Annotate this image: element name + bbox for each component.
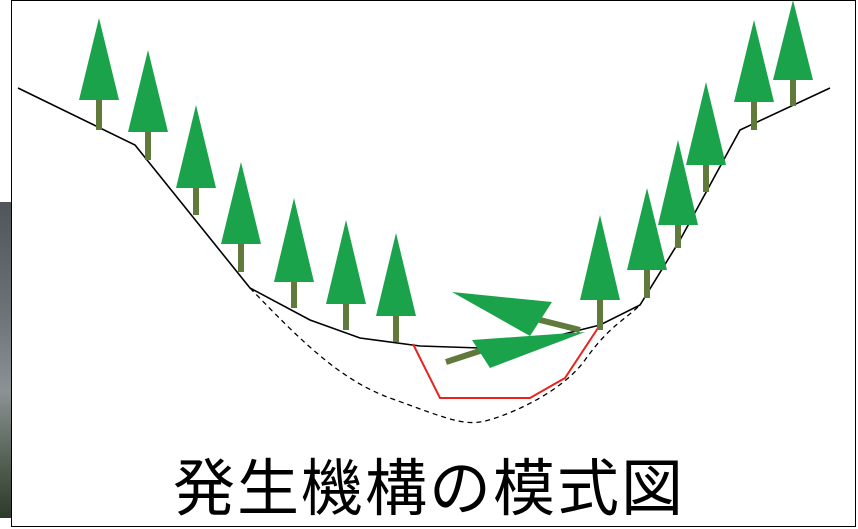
tree-crown bbox=[734, 20, 774, 102]
background-photo-strip bbox=[0, 202, 14, 518]
tree-crown bbox=[326, 220, 366, 304]
fallen-tree-crown bbox=[452, 292, 552, 336]
tree-crown bbox=[274, 198, 314, 282]
tree-trunk bbox=[291, 280, 297, 308]
fallen-tree-crown bbox=[472, 332, 585, 368]
tree-trunk bbox=[393, 314, 399, 342]
failure-surface-line bbox=[412, 327, 599, 399]
tree-trunk bbox=[675, 223, 681, 248]
diagram-caption: 発生機構の模式図 bbox=[172, 452, 685, 525]
tree-icon bbox=[176, 105, 216, 215]
tree-crown bbox=[773, 0, 813, 80]
tree-crown bbox=[128, 50, 168, 132]
tree-crown bbox=[627, 188, 667, 270]
tree-crown bbox=[376, 233, 416, 316]
tree-crown bbox=[686, 82, 726, 165]
tree-icon bbox=[773, 0, 813, 106]
former-profile-dashed-line bbox=[249, 287, 641, 424]
tree-icon bbox=[734, 20, 774, 130]
tree-icon bbox=[627, 188, 667, 298]
tree-icon bbox=[326, 220, 366, 330]
tree-crown bbox=[580, 215, 620, 300]
tree-trunk bbox=[343, 302, 349, 330]
fallen-tree-icon bbox=[452, 292, 581, 336]
tree-icon bbox=[580, 215, 620, 330]
tree-crown bbox=[176, 105, 216, 188]
tree-trunk bbox=[597, 298, 603, 330]
tree-crown bbox=[79, 18, 119, 100]
tree-trunk bbox=[790, 78, 796, 106]
tree-icon bbox=[128, 50, 168, 160]
tree-trunk bbox=[751, 100, 757, 130]
tree-icon bbox=[274, 198, 314, 308]
tree-icon bbox=[658, 140, 698, 248]
tree-icon bbox=[376, 233, 416, 342]
tree-trunk bbox=[238, 242, 244, 272]
tree-icon bbox=[221, 162, 261, 272]
tree-trunk bbox=[644, 268, 650, 298]
tree-trunk bbox=[703, 163, 709, 192]
tree-crown bbox=[221, 162, 261, 244]
tree-crown bbox=[658, 140, 698, 225]
fallen-tree-icon bbox=[445, 332, 585, 368]
tree-trunk bbox=[145, 130, 151, 160]
tree-trunk bbox=[193, 186, 199, 215]
tree-trunk bbox=[96, 98, 102, 130]
tree-icon bbox=[79, 18, 119, 130]
tree-icon bbox=[686, 82, 726, 192]
